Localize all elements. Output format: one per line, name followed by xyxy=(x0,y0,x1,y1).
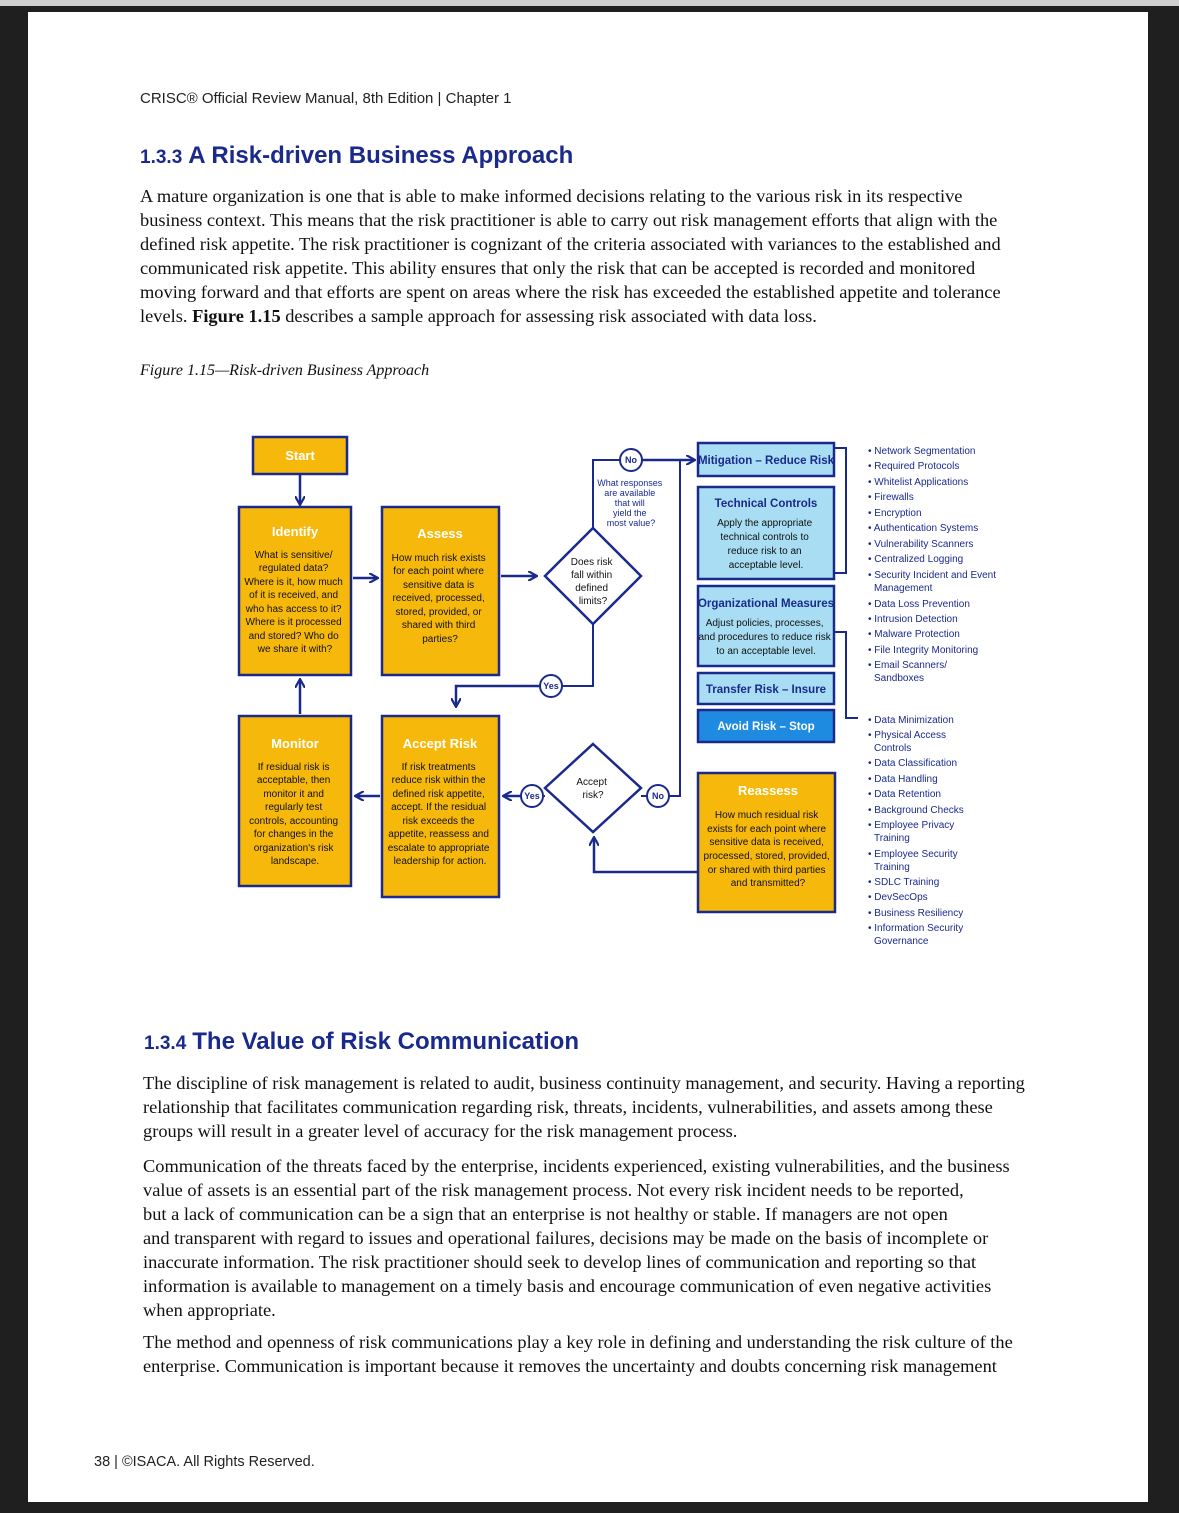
section-number: 1.3.3 xyxy=(140,147,183,168)
technical-title: Technical Controls xyxy=(715,498,818,510)
within-limits-decision: Does risk fall within defined limits? xyxy=(543,526,643,626)
text-line: business context. This means that the ri… xyxy=(140,210,998,230)
technical-bracket xyxy=(834,447,847,574)
text-line: The discipline of risk management is rel… xyxy=(143,1073,1025,1093)
avoid-risk-box: Avoid Risk – Stop xyxy=(696,708,836,744)
assess-title: Assess xyxy=(417,526,463,541)
monitor-box: Monitor If residual risk is acceptable, … xyxy=(237,714,353,888)
figure-reference: Figure 1.15 xyxy=(192,306,281,326)
start-label: Start xyxy=(285,448,315,463)
assess-text: How much risk exists for each point wher… xyxy=(392,553,489,645)
risk-approach-flowchart: Start Identify What is sensitive/ regula… xyxy=(237,435,999,947)
yes-circle-bottom: Yes xyxy=(520,784,544,808)
technical-text: Apply the appropriate technical controls… xyxy=(717,518,815,571)
text-line: communicated risk appetite. This ability… xyxy=(140,258,976,278)
transfer-label: Transfer Risk – Insure xyxy=(706,684,826,696)
text-line: defined risk appetite. The risk practiti… xyxy=(140,234,1001,254)
section-number: 1.3.4 xyxy=(144,1033,187,1054)
identify-box: Identify What is sensitive/ regulated da… xyxy=(237,505,353,677)
text-line: moving forward and that efforts are spen… xyxy=(140,282,1001,302)
section-title: A Risk-driven Business Approach xyxy=(188,142,574,169)
running-head: CRISC® Official Review Manual, 8th Editi… xyxy=(140,90,512,107)
transfer-risk-box: Transfer Risk – Insure xyxy=(696,671,836,706)
reassess-box: Reassess How much residual risk exists f… xyxy=(696,771,837,914)
reassess-title: Reassess xyxy=(738,783,798,798)
text-span: describes a sample approach for assessin… xyxy=(280,306,817,326)
text-line: groups will result in a greater level of… xyxy=(143,1121,738,1141)
text-line: levels. Figure 1.15 describes a sample a… xyxy=(140,304,1001,328)
yes-circle-mid: Yes xyxy=(539,674,563,698)
text-line: relationship that facilitates communicat… xyxy=(143,1097,993,1117)
text-line: value of assets is an essential part of … xyxy=(143,1180,964,1200)
top-bar xyxy=(0,0,1179,6)
svg-text:No: No xyxy=(625,455,637,465)
text-line: inaccurate information. The risk practit… xyxy=(143,1252,977,1272)
figure-caption: Figure 1.15—Risk-driven Business Approac… xyxy=(140,362,430,379)
monitor-title: Monitor xyxy=(271,736,319,751)
no-path-line xyxy=(592,459,620,528)
decision2-text: Accept risk? xyxy=(576,777,609,801)
svg-text:Yes: Yes xyxy=(543,681,559,691)
accept-title: Accept Risk xyxy=(403,736,478,751)
section-title: The Value of Risk Communication xyxy=(192,1028,579,1055)
page-footer: 38 | ©ISACA. All Rights Reserved. xyxy=(94,1454,315,1470)
text-line: information is available to management o… xyxy=(143,1276,992,1296)
organizational-title: Organizational Measures xyxy=(698,598,834,610)
yes-to-accept-arrow xyxy=(456,684,540,706)
text-line: enterprise. Communication is important b… xyxy=(143,1356,997,1376)
document-page: CRISC® Official Review Manual, 8th Editi… xyxy=(28,12,1148,1502)
assess-box: Assess How much risk exists for each poi… xyxy=(380,505,501,677)
text-line: The method and openness of risk communic… xyxy=(143,1332,1013,1352)
text-line: and transparent with regard to issues an… xyxy=(143,1228,989,1248)
text-line: when appropriate. xyxy=(143,1300,276,1320)
technical-controls-list: • Network Segmentation • Required Protoc… xyxy=(868,446,999,684)
responses-note: What responses are available that will y… xyxy=(597,478,665,528)
section2-paragraph-1: The discipline of risk management is rel… xyxy=(143,1071,1025,1143)
organizational-measures-box: Organizational Measures Adjust policies,… xyxy=(696,584,836,668)
text-span: levels. xyxy=(140,306,193,326)
mitigation-box: Mitigation – Reduce Risk xyxy=(696,441,836,478)
yes-path-line xyxy=(562,624,594,687)
organizational-text: Adjust policies, processes, and procedur… xyxy=(698,618,833,657)
section2-paragraph-2: Communication of the threats faced by th… xyxy=(143,1154,1010,1322)
accept-text: If risk treatments reduce risk within th… xyxy=(388,762,493,867)
decision1-text: Does risk fall within defined limits? xyxy=(571,557,615,607)
no-circle-top: No xyxy=(619,448,643,472)
organizational-measures-list: • Data Minimization • Physical Access Co… xyxy=(868,715,967,947)
accept-risk-box: Accept Risk If risk treatments reduce ri… xyxy=(380,714,501,899)
accept-risk-decision: Accept risk? xyxy=(543,742,643,834)
organizational-bracket xyxy=(834,631,858,719)
identify-title: Identify xyxy=(272,524,319,539)
svg-text:Yes: Yes xyxy=(524,791,540,801)
text-line: but a lack of communication can be a sig… xyxy=(143,1204,948,1224)
svg-text:No: No xyxy=(652,791,664,801)
text-line: A mature organization is one that is abl… xyxy=(140,186,963,206)
section1-paragraph: A mature organization is one that is abl… xyxy=(140,184,1001,328)
reassess-to-decision-arrow xyxy=(594,838,698,874)
start-box: Start xyxy=(251,435,349,476)
reassess-text: How much residual risk exists for each p… xyxy=(704,810,833,889)
technical-controls-box: Technical Controls Apply the appropriate… xyxy=(696,485,836,581)
avoid-label: Avoid Risk – Stop xyxy=(717,721,814,733)
monitor-text: If residual risk is acceptable, then mon… xyxy=(249,762,341,867)
section2-paragraph-3: The method and openness of risk communic… xyxy=(143,1330,1013,1378)
no-to-mitigation-line xyxy=(669,460,681,797)
no-circle-bottom: No xyxy=(646,784,670,808)
text-line: Communication of the threats faced by th… xyxy=(143,1156,1010,1176)
mitigation-label: Mitigation – Reduce Risk xyxy=(698,455,835,467)
identify-text: What is sensitive/ regulated data? Where… xyxy=(244,550,345,655)
